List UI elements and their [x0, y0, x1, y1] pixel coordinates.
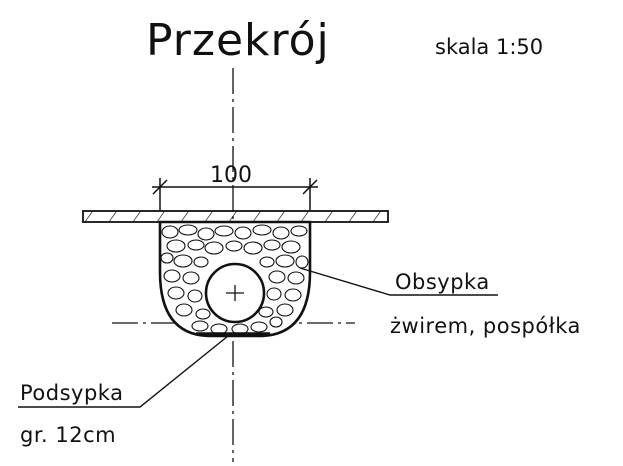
- surface-plate: [82, 210, 389, 223]
- dimension-value: 100: [210, 163, 252, 188]
- pipe-center-mark: [226, 285, 244, 301]
- drawing-title: Przekrój: [146, 15, 330, 66]
- backfill-leader-line: [299, 267, 498, 296]
- bedding-thickness-label: gr. 12cm: [20, 423, 116, 447]
- backfill-label: Obsypka: [395, 270, 490, 294]
- bedding-leader-line: [18, 335, 229, 408]
- bedding-layer: [195, 332, 271, 337]
- dimension-line: [152, 178, 318, 210]
- backfill-material-label: żwirem, pospółka: [390, 314, 581, 338]
- scale-label: skala 1:50: [435, 35, 543, 59]
- bedding-label: Podsypka: [20, 381, 123, 405]
